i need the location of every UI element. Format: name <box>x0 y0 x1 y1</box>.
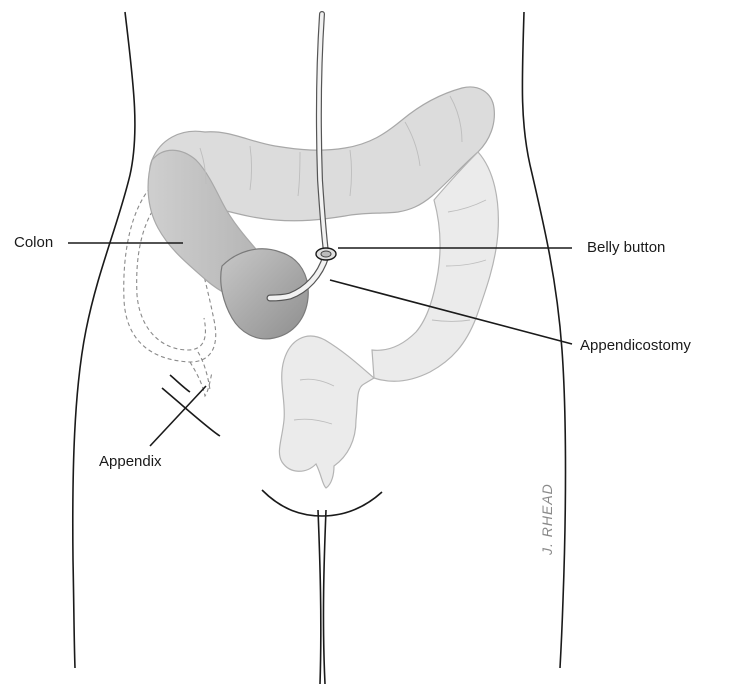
artist-signature: J. RHEAD <box>539 483 555 556</box>
colon-label: Colon <box>14 234 53 252</box>
belly-button <box>316 248 336 260</box>
appendicostomy-label: Appendicostomy <box>580 337 691 355</box>
appendix-label: Appendix <box>99 453 162 471</box>
belly-button-label: Belly button <box>587 239 665 257</box>
left-torso-contour <box>73 12 135 668</box>
pubic-contour <box>262 490 382 516</box>
sigmoid-colon <box>279 336 374 488</box>
appendix-leader-line <box>150 386 206 446</box>
midline-cleft <box>318 510 321 684</box>
midline-cleft-2 <box>323 510 326 684</box>
left-groin-line <box>162 388 220 436</box>
left-pelvic-line <box>170 375 190 392</box>
